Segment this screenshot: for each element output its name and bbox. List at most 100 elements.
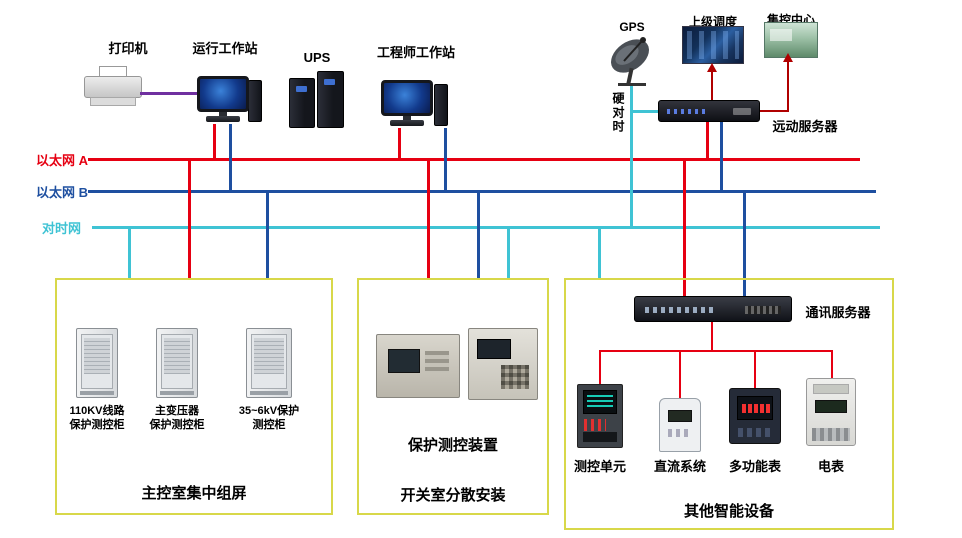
comm-server-icon	[634, 296, 792, 322]
protection-device-2-icon	[468, 328, 538, 400]
time-net-label: 对时网	[42, 221, 82, 236]
device-keypad	[501, 365, 529, 389]
monitor-screen	[197, 76, 249, 112]
tree-drop-unit4	[831, 350, 833, 378]
monitor-base	[206, 116, 240, 122]
cabinet-label-line2: 保护测控柜	[149, 419, 205, 431]
protection-device-label: 保护测控装置	[407, 437, 498, 454]
cabinet-label-line2: 保护测控柜	[69, 419, 125, 431]
unit-screen	[815, 400, 847, 413]
operator-pc-tower-icon	[248, 80, 262, 122]
time-sync-bus-line	[92, 226, 880, 229]
unit-top	[813, 384, 849, 394]
panel-room-box	[55, 278, 333, 515]
switch-room-title: 开关室分散安装	[400, 487, 506, 504]
engineer-workstation-label: 工程师工作站	[376, 45, 455, 60]
monitor-screen	[381, 80, 433, 116]
cabinet-foot	[160, 391, 194, 395]
uplink-center-line-h	[760, 110, 789, 112]
measuring-unit-label: 测控单元	[573, 459, 626, 474]
energy-meter-icon	[806, 378, 856, 446]
gps-dish-icon	[604, 34, 660, 93]
server-to-bus-b-line	[720, 122, 723, 190]
switch-room-box	[357, 278, 549, 515]
cabinet-label-line1: 35~6kV保护	[238, 405, 300, 417]
uplink-dispatch-arrow	[707, 63, 717, 72]
uplink-dispatch-line	[711, 72, 713, 100]
engineer-to-bus-a-line	[398, 128, 401, 158]
telecontrol-server-icon	[658, 100, 760, 122]
unit-leds	[584, 419, 606, 431]
operator-to-bus-b-line	[229, 124, 232, 190]
tree-drop-unit1	[599, 350, 601, 384]
box3-bus-b-drop-line	[743, 193, 746, 298]
dc-system-label: 直流系统	[653, 459, 706, 474]
smart-devices-box	[564, 278, 894, 530]
telecontrol-server-label: 远动服务器	[772, 119, 838, 134]
bus-ethernet-a-line	[88, 158, 860, 161]
multifunction-meter-label: 多功能表	[728, 459, 781, 474]
engineer-to-bus-b-line	[444, 128, 447, 190]
upper-dispatch-photo	[682, 26, 744, 64]
box3-time-drop-line	[598, 229, 601, 278]
bus-b-label: 以太网 B	[36, 185, 89, 200]
unit-keys	[738, 428, 772, 437]
unit-row	[668, 429, 692, 437]
protection-device-1-icon	[376, 334, 460, 398]
cabinet-label-line1: 110KV线路	[69, 405, 125, 417]
gps-label: GPS	[619, 20, 645, 34]
uplink-center-line-v	[787, 61, 789, 112]
tree-trunk-line	[599, 350, 833, 352]
unit-screen	[737, 396, 773, 420]
upper-dispatch-label: 上级调度	[688, 15, 737, 29]
cabinet-slots	[254, 338, 284, 374]
server-to-bus-a-line	[706, 122, 709, 158]
monitor-neck	[403, 116, 411, 120]
gps-time-sync-line	[630, 86, 633, 226]
bus-a-label: 以太网 A	[36, 153, 89, 168]
box3-bus-a-drop-line	[683, 161, 686, 298]
unit-screen	[668, 410, 692, 422]
box2-time-drop-line	[507, 229, 510, 278]
cabinet-label-line1: 主变压器	[155, 405, 199, 417]
comm-server-label: 通讯服务器	[805, 305, 871, 320]
server-to-tree-line	[711, 322, 713, 350]
box1-time-drop-line	[128, 229, 131, 278]
uplink-center-arrow	[783, 53, 793, 62]
printer-icon	[84, 66, 142, 110]
monitor-neck	[219, 112, 227, 116]
cabinet-110kv-label: 110KV线路 保护测控柜	[52, 404, 142, 432]
ups-icon	[288, 70, 346, 128]
box2-bus-b-drop-line	[477, 193, 480, 278]
multifunction-meter-icon	[729, 388, 781, 444]
printer-body	[84, 76, 142, 98]
ups-tower-left	[289, 78, 315, 128]
cabinet-slots	[84, 338, 110, 374]
measuring-unit-icon	[577, 384, 623, 448]
box1-bus-b-drop-line	[266, 193, 269, 278]
monitor-base	[390, 120, 424, 126]
engineer-pc-tower-icon	[434, 84, 448, 126]
operator-to-bus-a-line	[213, 124, 216, 158]
smart-devices-title: 其他智能设备	[683, 503, 774, 520]
device-buttons	[425, 351, 449, 373]
box1-bus-a-drop-line	[188, 161, 191, 278]
cabinet-35-6kv-label: 35~6kV保护 测控柜	[224, 404, 314, 432]
unit-terminals	[812, 428, 850, 441]
device-screen	[477, 339, 511, 359]
gps-to-server-line	[630, 110, 658, 113]
cabinet-foot	[250, 391, 288, 395]
cabinet-110kv-icon	[76, 328, 118, 398]
device-screen	[388, 349, 420, 373]
cabinet-label-line2: 测控柜	[252, 419, 286, 431]
bus-ethernet-b-line	[88, 190, 876, 193]
engineer-monitor-icon	[380, 80, 434, 130]
tree-drop-unit3	[754, 350, 756, 388]
printer-label: 打印机	[108, 41, 148, 56]
cabinet-foot	[80, 391, 114, 395]
panel-room-title: 主控室集中组屏	[141, 485, 247, 502]
dc-system-icon	[659, 398, 701, 452]
tree-drop-unit2	[679, 350, 681, 398]
cabinet-35-6kv-icon	[246, 328, 292, 398]
